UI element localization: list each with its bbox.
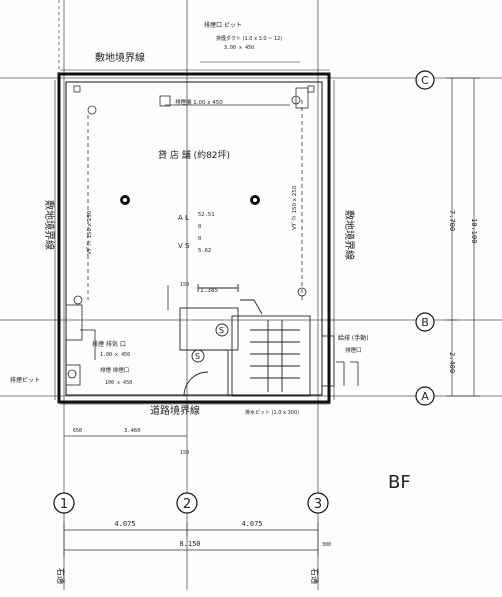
core-room [179,307,239,351]
note-right-2: 排煙口 [345,346,362,354]
room-value-1: 52.51 [198,212,215,218]
axis-a-circle [415,386,435,406]
stair-room [231,315,311,397]
pit-left-lower [65,364,81,386]
note-fan: 排煙機 1.00 x 450 [175,98,223,106]
axis-b-label: B [421,316,429,329]
boundary-label-right: 敷地境界線 [343,210,356,260]
stair-core [179,284,311,397]
duct-box [159,95,171,107]
axis-col-markers: 1 2 3 [53,492,329,514]
dim-right-total: 10.100 [470,218,478,243]
room-values-line1: A L [178,214,189,222]
exterior-walls [57,72,331,404]
note-left-2: 1.00 x 450 [100,352,130,358]
room-value-3: 0 [198,236,201,242]
room-label: 貸 店 舗 (約82坪) [158,149,230,161]
outlet-left [87,105,97,115]
dim-end-offset: 300 [322,542,331,548]
axis-c-circle [415,70,435,90]
dim-offset-b: 3.460 [124,428,141,434]
room-value-2: 0 [198,224,201,230]
inner-wall [65,81,323,396]
axis-2-label: 2 [183,497,191,512]
column-tr [307,85,315,93]
dim-small-a: 150 [180,282,189,288]
axis-c-label: C [421,74,429,87]
stair-s-upper: S [219,326,224,335]
room-value-4: 5.62 [198,248,211,254]
duct-label-left: Vﾀﾞｸﾄ 150 x 250 [86,210,93,255]
axis-3-circle [307,492,329,514]
duct-label-right: Vﾀﾞｸﾄ 150 x 250 [291,185,298,230]
note-top-3: 3.00 x 450 [224,45,254,51]
note-left-3: 排煙 排煙口 [100,366,129,374]
right-dimensions [446,77,480,397]
axis-2-circle [176,492,198,514]
note-top-1: 排煙口 ピット [204,21,242,29]
dim-offset-a: 650 [73,428,82,434]
pit-right [321,335,335,387]
dim-left-span: 4.075 [114,520,135,528]
side-mark-right: 右通 [310,568,320,584]
fixtures [73,195,307,305]
axis-b-circle [415,312,435,332]
room-values-line2: V S [178,242,190,250]
axis-a-label: A [421,390,429,403]
dim-right-lower: 2.400 [448,352,456,373]
bottom-dimensions [63,435,319,556]
dim-right-upper: 7.700 [448,210,456,231]
note-top-2: 排煙ダクト (1.0 x 3.0 ~ 12) [216,35,282,42]
floor-label: BF [388,472,411,493]
outer-wall [57,72,331,404]
note-right-1: 給排 (手動) [338,334,369,342]
note-pit: 排煙ピット [10,376,40,384]
axis-3-label: 3 [314,497,322,512]
boundary-label-left: 敷地境界線 [43,200,56,250]
dim-stair-width: 1.385 [200,287,218,294]
note-left-4: 100 x 450 [105,380,132,386]
pit-left [65,304,83,341]
note-bottom: 排水ピット (1.0 x 300) [245,409,299,416]
outlet-right [291,95,301,105]
axis-1-label: 1 [60,497,68,512]
boundary-label-top: 敷地境界線 [95,51,145,64]
stair-s-mark-lower [191,349,205,363]
dim-small-b: 150 [180,450,189,456]
dim-right-span: 4.075 [241,520,262,528]
ducts [73,85,315,310]
boundary-label-bottom: 道路境界線 [150,404,200,417]
stair-s-mark-upper [215,323,229,337]
dim-total: 8.150 [179,540,200,548]
note-left-1: 排煙 排気 口 [92,340,126,348]
axis-1-circle [53,492,75,514]
stair-s-lower: S [195,352,200,361]
boundary-hatch [54,61,335,405]
side-mark-left: 右通 [56,568,66,584]
column-tl [73,85,81,93]
fan-box [295,87,309,109]
pit-area [65,304,359,387]
axis-row-markers: C B A [415,70,435,406]
